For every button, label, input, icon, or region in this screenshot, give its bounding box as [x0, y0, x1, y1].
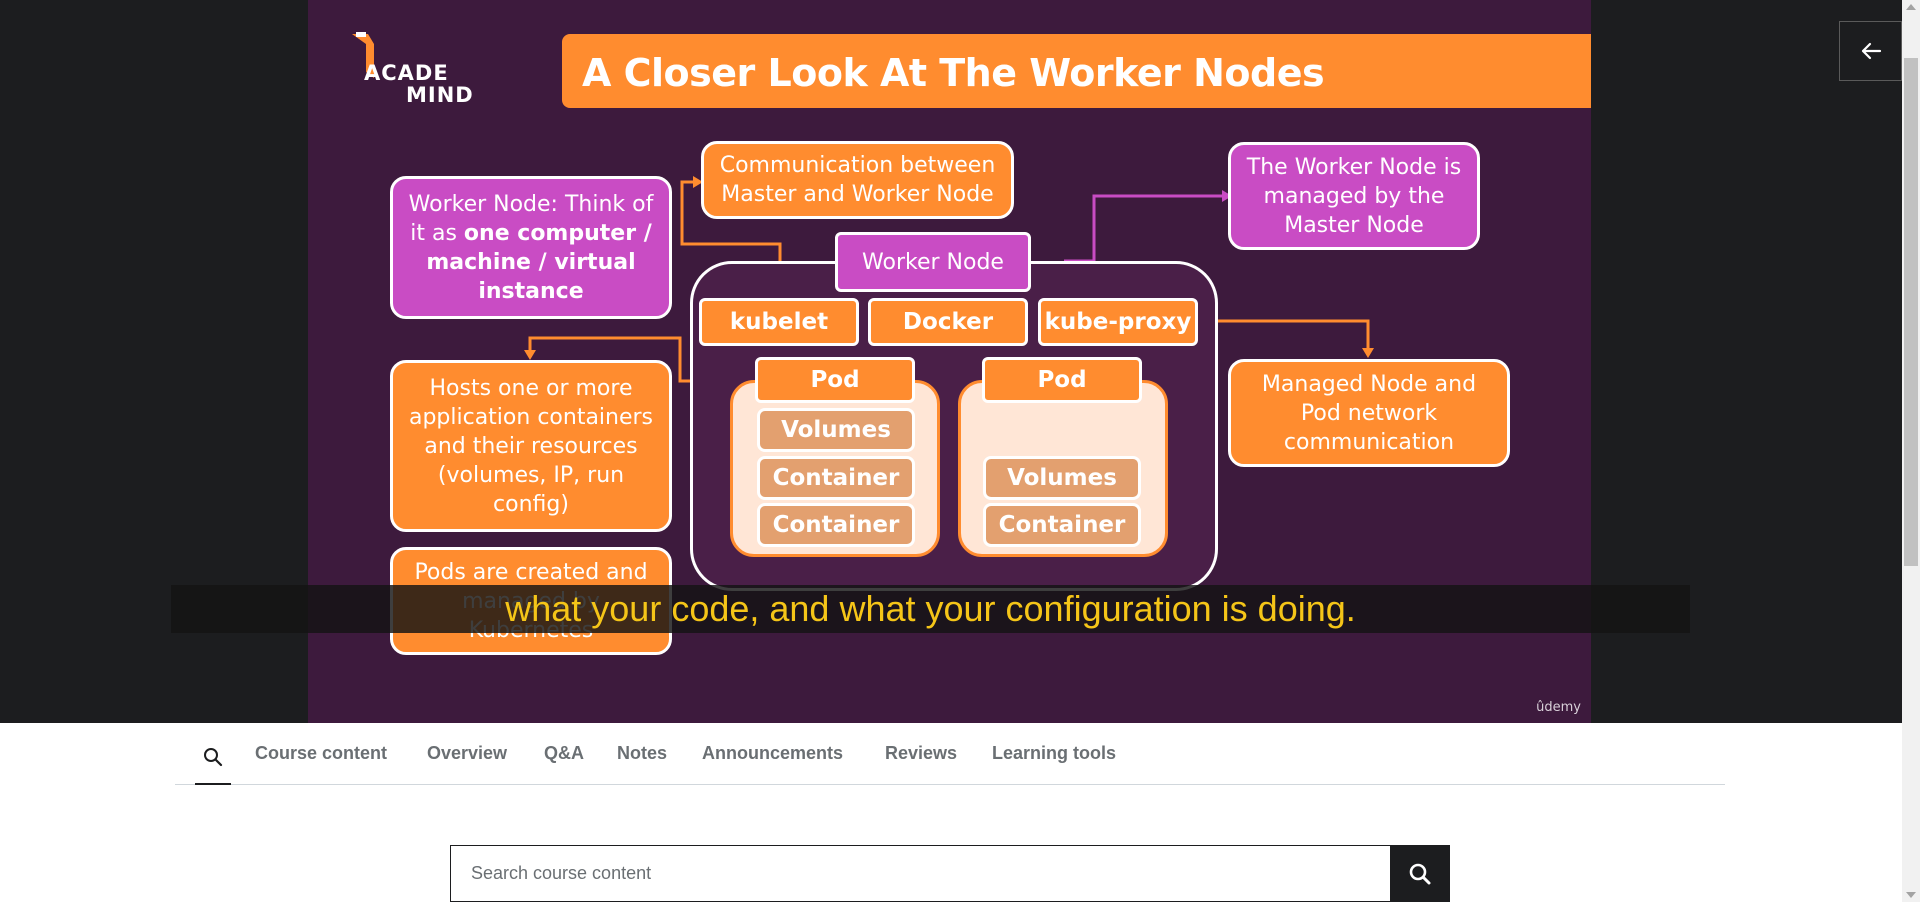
logo-flag-icon: [352, 32, 374, 78]
arrowhead-network: [1362, 348, 1374, 358]
hosts-description-text: Hosts one or more application containers…: [408, 375, 654, 517]
search-button[interactable]: [1390, 845, 1450, 902]
pod-1-label-box: Pod: [755, 357, 915, 403]
arrow-proxy-network: [1198, 319, 1370, 350]
pod-1-volumes: Volumes: [757, 408, 915, 452]
video-player[interactable]: ACADE MIND A Closer Look At The Worker N…: [0, 0, 1902, 723]
docker-label: Docker: [902, 309, 994, 335]
video-caption: what your code, and what your configurat…: [171, 585, 1690, 633]
arrowhead-hosts: [524, 350, 536, 360]
pod-1-item-label: Volumes: [781, 417, 891, 443]
arrowhead-managed: [1222, 190, 1232, 202]
tab-qa[interactable]: Q&A: [544, 743, 584, 763]
scroll-thumb[interactable]: [1904, 58, 1918, 566]
pod-2-item-label: Volumes: [1007, 465, 1117, 491]
tab-search[interactable]: [195, 730, 231, 785]
managed-by-master-text: The Worker Node is managed by the Master…: [1246, 154, 1462, 238]
pod-1-container: Container: [757, 503, 915, 547]
network-communication-text: Managed Node and Pod network communicati…: [1261, 371, 1477, 455]
arrow-left-icon: [1861, 42, 1881, 60]
search-icon: [204, 747, 223, 766]
worker-node-label: Worker Node: [862, 249, 1004, 275]
pod-1-item-label: Container: [772, 512, 900, 538]
sidebar-toggle-button[interactable]: [1839, 21, 1902, 81]
kubelet-chip: kubelet: [699, 298, 859, 346]
tab-overview[interactable]: Overview: [427, 743, 508, 763]
network-communication-box: Managed Node and Pod network communicati…: [1228, 359, 1510, 467]
search-input[interactable]: [450, 845, 1390, 902]
pod-1-item-label: Container: [772, 465, 900, 491]
worker-node-desc-text: Worker Node: Think of it as: [408, 191, 654, 246]
page-scrollbar[interactable]: [1902, 0, 1920, 902]
scroll-up-arrow[interactable]: [1906, 4, 1916, 10]
logo-line1: ACADE: [364, 61, 449, 85]
kube-proxy-label: kube-proxy: [1044, 309, 1192, 335]
kubelet-label: kubelet: [729, 309, 829, 335]
logo-line2: MIND: [406, 83, 474, 107]
communication-box: Communication between Master and Worker …: [701, 141, 1014, 219]
worker-node-description: Worker Node: Think of it as one computer…: [390, 176, 672, 319]
kube-proxy-chip: kube-proxy: [1038, 298, 1198, 346]
logo-text: ACADE MIND: [364, 62, 474, 106]
tab-announcements[interactable]: Announcements: [702, 743, 844, 763]
arrow-worker-managed: [1064, 194, 1224, 263]
slide-title-bar: A Closer Look At The Worker Nodes: [562, 34, 1591, 108]
academind-logo: ACADE MIND: [344, 30, 474, 110]
search-icon: [1409, 863, 1431, 884]
pod-2-label: Pod: [1037, 367, 1087, 393]
scroll-down-arrow[interactable]: [1906, 892, 1916, 898]
course-tabs: Course content Overview Q&A Notes Announ…: [175, 730, 1725, 785]
worker-node-label-box: Worker Node: [835, 232, 1031, 292]
pod-2-item-label: Container: [998, 512, 1126, 538]
tab-notes[interactable]: Notes: [617, 743, 668, 763]
worker-node-desc-bold: one computer / machine / virtual instanc…: [426, 220, 652, 304]
pod-2-label-box: Pod: [982, 357, 1142, 403]
managed-by-master-box: The Worker Node is managed by the Master…: [1228, 142, 1480, 250]
docker-chip: Docker: [868, 298, 1028, 346]
pod-1-container: Container: [757, 456, 915, 500]
pod-1-label: Pod: [810, 367, 860, 393]
tab-learning-tools[interactable]: Learning tools: [992, 743, 1117, 763]
tab-reviews[interactable]: Reviews: [885, 743, 958, 763]
lecture-slide: ACADE MIND A Closer Look At The Worker N…: [308, 0, 1591, 723]
pod-2-volumes: Volumes: [983, 456, 1141, 500]
slide-title: A Closer Look At The Worker Nodes: [582, 51, 1325, 95]
course-search: [450, 845, 1450, 902]
udemy-watermark: ûdemy: [1536, 700, 1581, 715]
tab-course-content[interactable]: Course content: [255, 743, 388, 763]
communication-text: Communication between Master and Worker …: [719, 153, 996, 207]
hosts-description-box: Hosts one or more application containers…: [390, 360, 672, 532]
pod-2-container: Container: [983, 503, 1141, 547]
arrowhead-communication: [693, 176, 703, 188]
